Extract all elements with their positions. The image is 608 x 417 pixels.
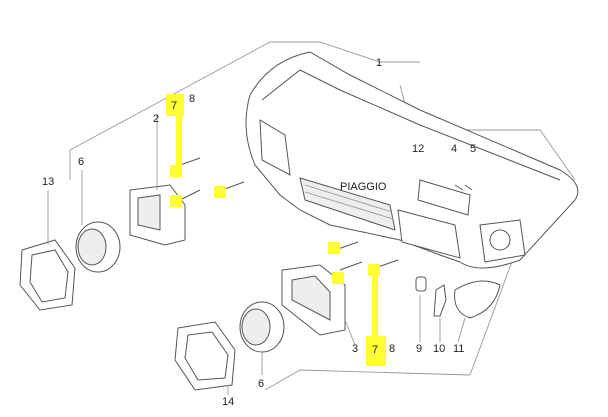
front-bumper: PIAGGIO (245, 51, 579, 269)
bumper-brand-lettering: PIAGGIO (340, 181, 387, 193)
callout-12: 12 (412, 143, 424, 155)
callout-1: 1 (376, 57, 382, 69)
highlight-washer-2 (170, 195, 182, 207)
callout-5: 5 (470, 143, 476, 155)
highlight-washer-5 (332, 272, 344, 284)
highlights (166, 94, 386, 366)
callout-10: 10 (433, 343, 445, 355)
callout-7-upper: 7 (171, 100, 177, 112)
highlight-callout-7-lower (366, 336, 386, 366)
lamp-frame-right (174, 321, 236, 395)
callout-3: 3 (352, 343, 358, 355)
fog-lamp-right (239, 301, 285, 375)
callout-4: 4 (451, 143, 457, 155)
callout-6-right: 6 (258, 378, 264, 390)
highlight-washer-4 (328, 242, 340, 254)
highlight-bar-upper (176, 110, 182, 170)
callout-9: 9 (416, 343, 422, 355)
callout-6-left: 6 (78, 156, 84, 168)
highlight-bar-lower (372, 272, 378, 342)
callout-8-lower: 8 (389, 343, 395, 355)
callout-13: 13 (42, 176, 54, 188)
callout-2: 2 (153, 113, 159, 125)
highlight-washer-1 (170, 165, 182, 177)
lamp-frame-left (19, 190, 76, 311)
small-parts (415, 276, 501, 343)
callouts: 1 2 3 4 5 6 6 7 7 8 8 9 10 11 12 13 14 (42, 57, 476, 408)
fog-lamp-bracket-right (281, 264, 356, 346)
callout-14: 14 (222, 396, 234, 408)
callout-11: 11 (453, 343, 464, 355)
callout-7-lower: 7 (372, 344, 378, 356)
callout-8-upper: 8 (189, 93, 195, 105)
fog-lamp-left (75, 170, 121, 273)
highlight-washer-3 (214, 186, 226, 198)
